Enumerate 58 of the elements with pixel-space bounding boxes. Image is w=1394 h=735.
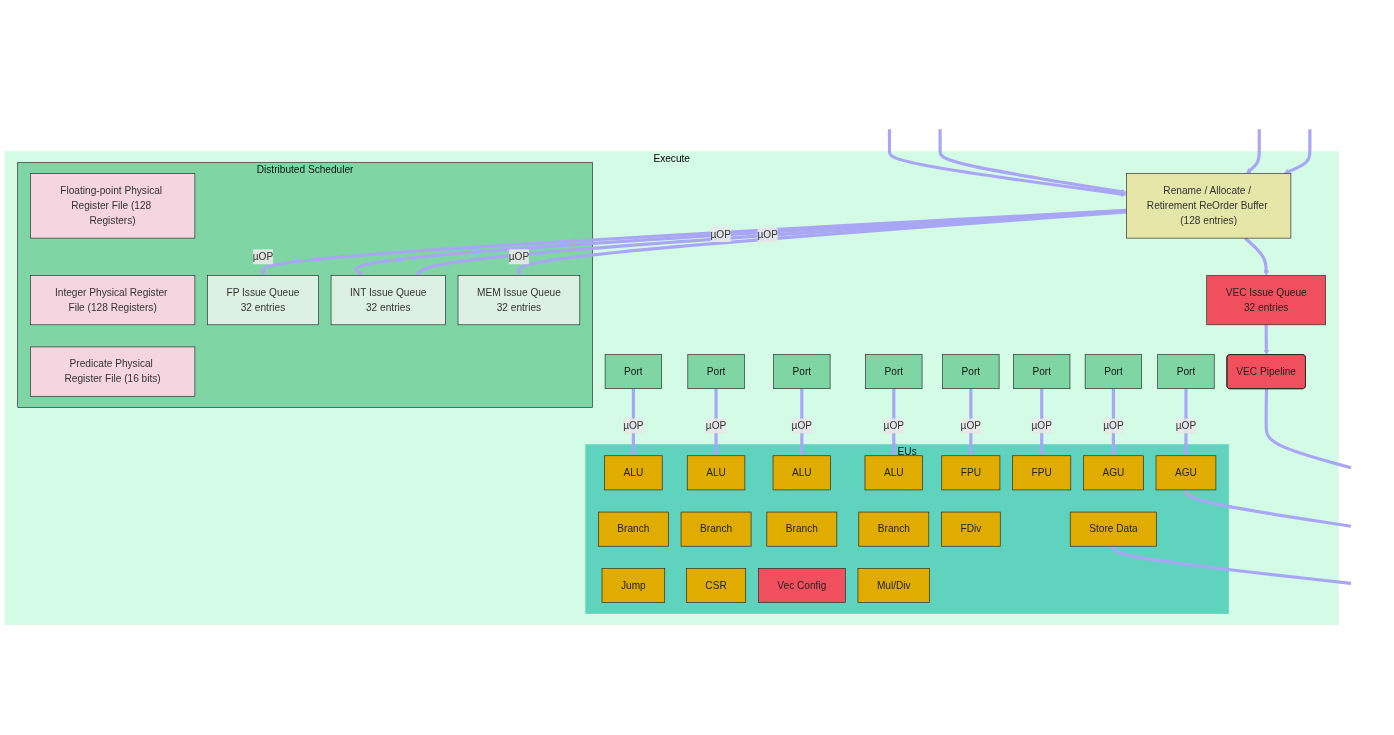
process-box: AGU	[1155, 455, 1217, 491]
process-box: FPU	[941, 455, 1001, 491]
process-box: Port	[1013, 354, 1071, 389]
process-box: Vec Config	[758, 568, 846, 603]
arrow	[968, 388, 974, 456]
process-box: Branch	[680, 511, 752, 547]
edge-label: µOP	[1103, 420, 1124, 432]
arrow	[1038, 388, 1045, 456]
process-box: AGU	[1083, 455, 1144, 491]
arrow	[1183, 388, 1189, 456]
arrow	[1283, 129, 1312, 175]
process-box: Store Data	[1069, 511, 1157, 547]
process-box: ALU	[686, 455, 746, 491]
process-box: FP Issue Queue 32 entries	[207, 275, 319, 326]
process-box: ALU	[772, 455, 831, 491]
process-box: Floating-point Physical Register File (128 Registers)	[30, 173, 196, 239]
process-box: Predicate Physical Register File (16 bits)	[30, 346, 196, 397]
process-box: VEC Issue Queue 32 entries	[1206, 275, 1326, 326]
process-box: Integer Physical Register File (128 Registers)	[30, 275, 196, 326]
edge-label: µOP	[705, 420, 727, 432]
edge-label: µOP	[883, 420, 905, 432]
process-box: Rename / Allocate / Retirement ReOrder Buffer (128 entries)	[1126, 173, 1292, 239]
edge-label: µOP	[960, 420, 982, 432]
process-box: VEC Pipeline	[1226, 354, 1306, 389]
process-box: Port	[1157, 354, 1215, 389]
arrow	[1263, 324, 1270, 356]
arrow	[630, 388, 637, 456]
arrow	[1246, 129, 1261, 174]
process-box: Port	[942, 354, 1000, 389]
process-box: INT Issue Queue 32 entries	[330, 275, 446, 326]
process-box: ALU	[864, 455, 923, 491]
process-box: ALU	[604, 455, 663, 491]
arrow	[938, 129, 1127, 195]
process-box: Branch	[858, 511, 930, 547]
arrow	[1110, 388, 1117, 456]
process-box: Port	[1084, 354, 1142, 389]
process-box: Mul/Div	[857, 568, 930, 603]
process-box: Branch	[766, 511, 838, 547]
arrow	[516, 210, 1127, 276]
process-box: Port	[773, 354, 831, 389]
process-box: MEM Issue Queue 32 entries	[457, 275, 581, 326]
arrow	[799, 388, 805, 456]
edge-label: µOP	[623, 420, 644, 432]
process-box: CSR	[686, 568, 747, 603]
edge-label: µOP	[508, 249, 530, 265]
process-box: FDiv	[941, 511, 1001, 547]
edge-label: µOP	[791, 420, 813, 432]
process-box: Port	[687, 354, 745, 389]
edge-label: µOP	[1031, 420, 1052, 432]
process-box: Port	[865, 354, 923, 389]
process-box: Jump	[601, 568, 666, 603]
arrow	[713, 388, 719, 456]
process-box: Branch	[598, 511, 669, 547]
process-box: Port	[604, 354, 662, 389]
process-box: FPU	[1012, 455, 1072, 491]
arrow	[887, 129, 1127, 197]
arrow	[891, 388, 897, 456]
edge-label: µOP	[1175, 420, 1197, 432]
